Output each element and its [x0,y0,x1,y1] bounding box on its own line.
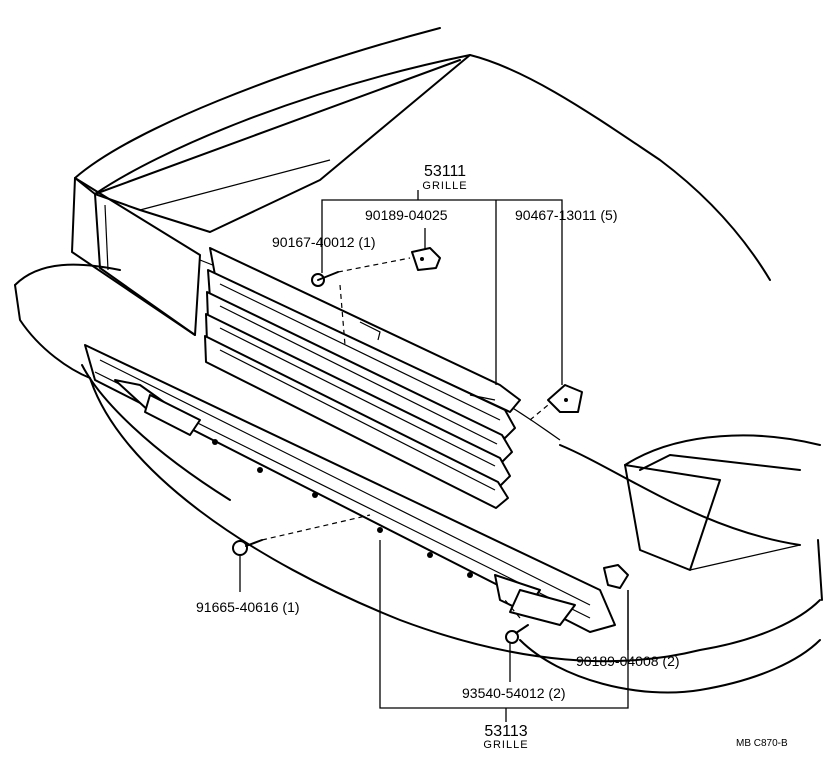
right-headlamp [624,434,821,571]
screw-upper-icon [311,271,339,287]
lower-grille [84,344,616,633]
leader-lines [239,190,629,722]
left-headlamp [71,177,201,336]
screw-lower-label: 93540-54012 (2) [462,685,566,701]
clip-upper-label: 90189-04025 [365,207,448,223]
screw-lower-icon [505,624,529,644]
clip-right-icon [603,564,629,589]
bolt-left-label: 91665-40616 (1) [196,599,300,615]
clip-right-label: 90189-04008 (2) [576,653,680,669]
diagram-code: MB C870-B [736,738,788,749]
upper-grille-number: 53111 [424,163,466,180]
assembly-lines [261,257,549,619]
clip-upper-icon [411,247,441,271]
upper-grille [204,247,521,509]
screw-upper-label: 90167-40012 (1) [272,234,376,250]
lower-grille-number: 53113 [484,723,527,740]
nut-right-icon [547,384,583,413]
upper-grille-name: GRILLE [422,180,467,192]
bolt-left-icon [232,539,263,556]
nut-right-label: 90467-13011 (5) [515,207,617,223]
lower-grille-name: GRILLE [483,739,528,751]
